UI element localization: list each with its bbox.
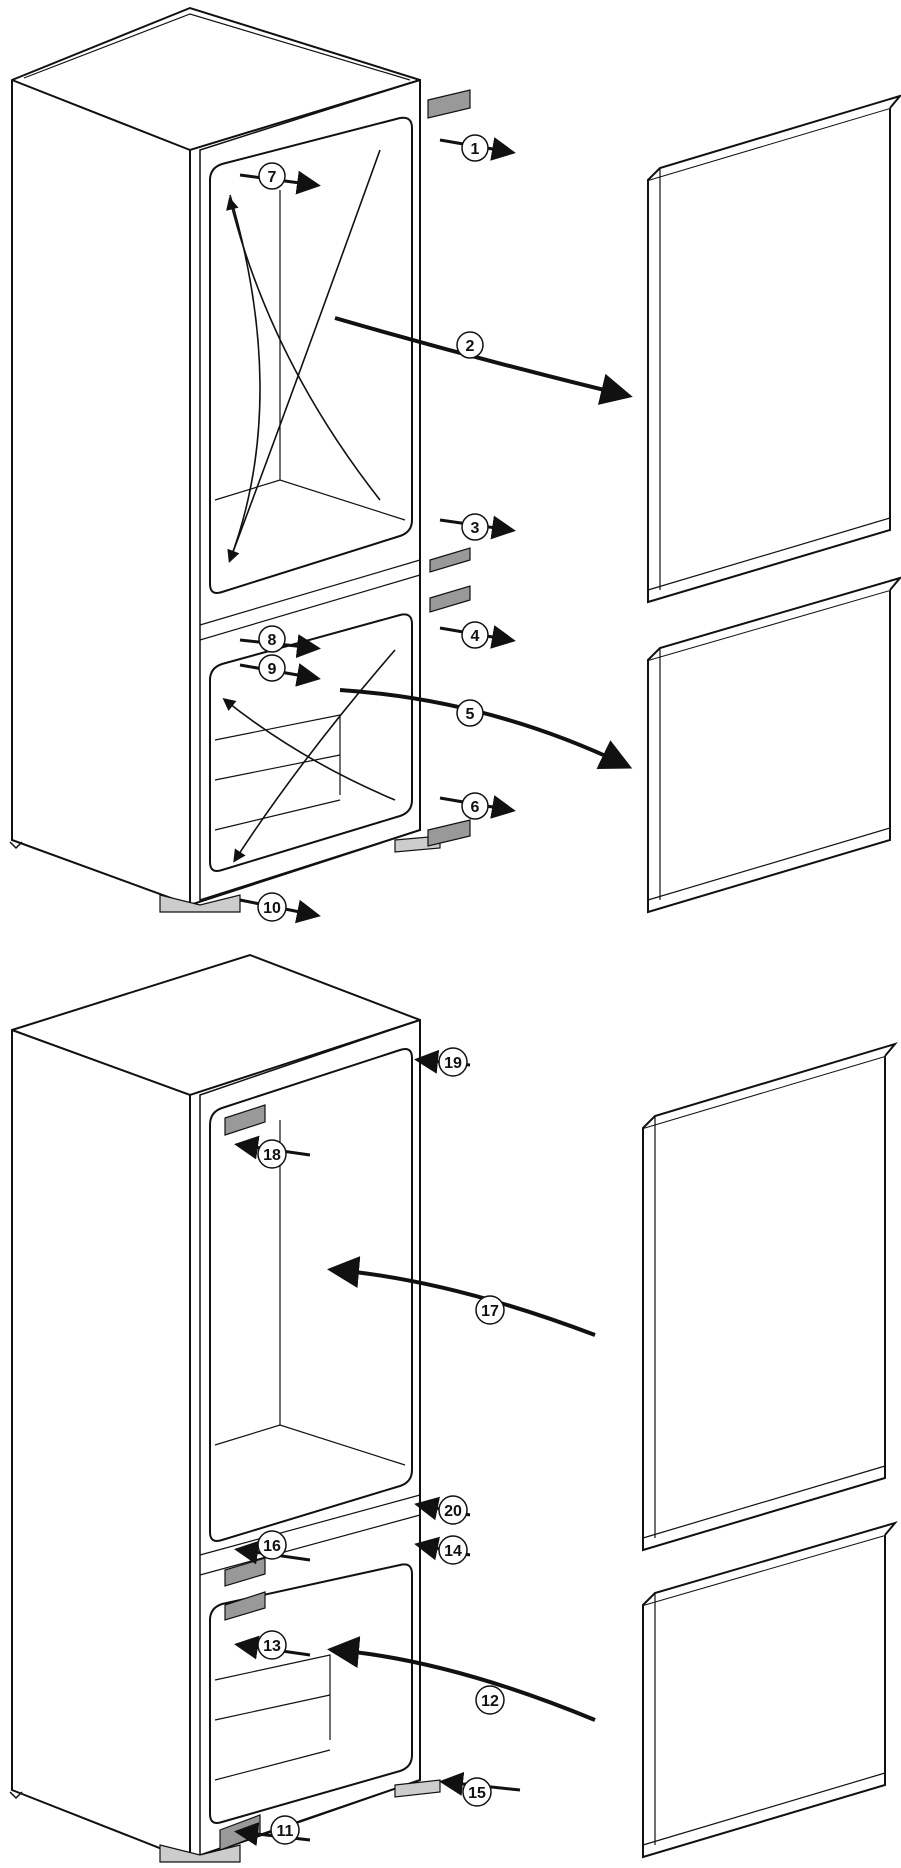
- svg-text:12: 12: [481, 1693, 499, 1710]
- step-callout-16: 16: [257, 1530, 287, 1560]
- svg-text:14: 14: [444, 1543, 462, 1560]
- svg-text:10: 10: [263, 900, 281, 917]
- svg-text:8: 8: [268, 632, 277, 649]
- step-callout-6: 6: [461, 792, 489, 820]
- svg-text:9: 9: [268, 661, 277, 678]
- step-callout-13: 13: [257, 1630, 287, 1660]
- svg-text:20: 20: [444, 1503, 462, 1520]
- step-callout-17: 17: [475, 1295, 505, 1325]
- step-callout-20: 20: [438, 1495, 468, 1525]
- step-callout-4: 4: [461, 621, 489, 649]
- bottom-door-lower: [642, 1521, 898, 1859]
- svg-text:7: 7: [268, 169, 277, 186]
- svg-text:17: 17: [481, 1303, 499, 1320]
- step-callout-1: 1: [461, 134, 489, 162]
- step-callout-7: 7: [258, 162, 286, 190]
- step-callout-12: 12: [475, 1685, 505, 1715]
- svg-text:15: 15: [468, 1785, 486, 1802]
- step-callout-10: 10: [257, 892, 287, 922]
- svg-text:6: 6: [471, 799, 480, 816]
- svg-text:19: 19: [444, 1055, 462, 1072]
- fridge-bottom-assembly: [9, 953, 596, 1863]
- top-door-lower: [647, 576, 901, 914]
- step-callout-8: 8: [258, 625, 286, 653]
- svg-text:2: 2: [466, 338, 475, 355]
- svg-text:16: 16: [263, 1538, 281, 1555]
- step-callout-14: 14: [438, 1535, 468, 1565]
- svg-text:4: 4: [471, 628, 480, 645]
- bottom-door-upper: [642, 1042, 898, 1552]
- step-callout-5: 5: [456, 699, 484, 727]
- step-callout-19: 19: [438, 1047, 468, 1077]
- step-callout-9: 9: [258, 654, 286, 682]
- step-callout-11: 11: [270, 1815, 300, 1845]
- fridge-top-assembly: [9, 6, 633, 924]
- step-callout-3: 3: [461, 513, 489, 541]
- svg-text:11: 11: [277, 1823, 294, 1840]
- svg-text:13: 13: [263, 1638, 281, 1655]
- step-callout-2: 2: [456, 331, 484, 359]
- svg-text:3: 3: [471, 520, 480, 537]
- svg-text:1: 1: [471, 141, 480, 158]
- step-callout-18: 18: [257, 1139, 287, 1169]
- top-door-upper: [647, 94, 901, 604]
- step-callout-15: 15: [462, 1777, 492, 1807]
- svg-text:18: 18: [263, 1147, 281, 1164]
- svg-text:5: 5: [466, 706, 475, 723]
